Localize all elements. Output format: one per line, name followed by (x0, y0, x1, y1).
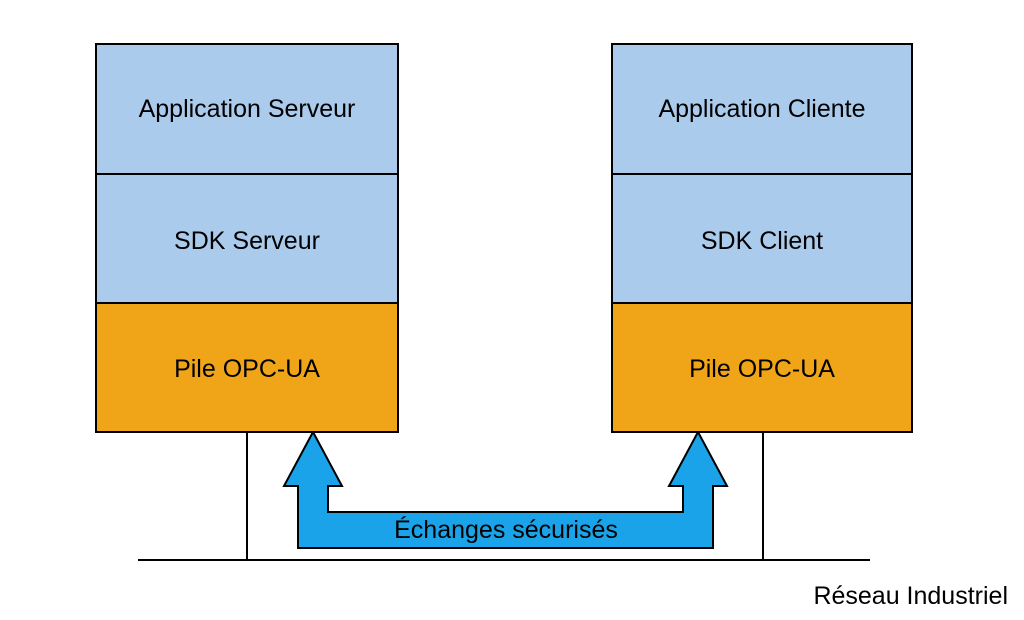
network-label: Réseau Industriel (813, 582, 1008, 610)
client-sdk-label: SDK Client (701, 227, 823, 255)
server-application-label: Application Serveur (139, 95, 356, 123)
server-opcua-stack-label: Pile OPC-UA (174, 355, 320, 383)
client-opcua-stack-label: Pile OPC-UA (689, 355, 835, 383)
server-application-layer (95, 43, 399, 175)
secure-exchange-label: Échanges sécurisés (394, 515, 618, 544)
client-opcua-stack-layer (611, 302, 913, 433)
client-stack: Application Cliente SDK Client Pile OPC-… (611, 43, 913, 433)
server-sdk-label: SDK Serveur (174, 227, 320, 255)
server-stack: Application Serveur SDK Serveur Pile OPC… (95, 43, 399, 433)
server-sdk-layer (95, 173, 399, 304)
server-opcua-stack-layer (95, 302, 399, 433)
client-application-label: Application Cliente (658, 95, 865, 123)
